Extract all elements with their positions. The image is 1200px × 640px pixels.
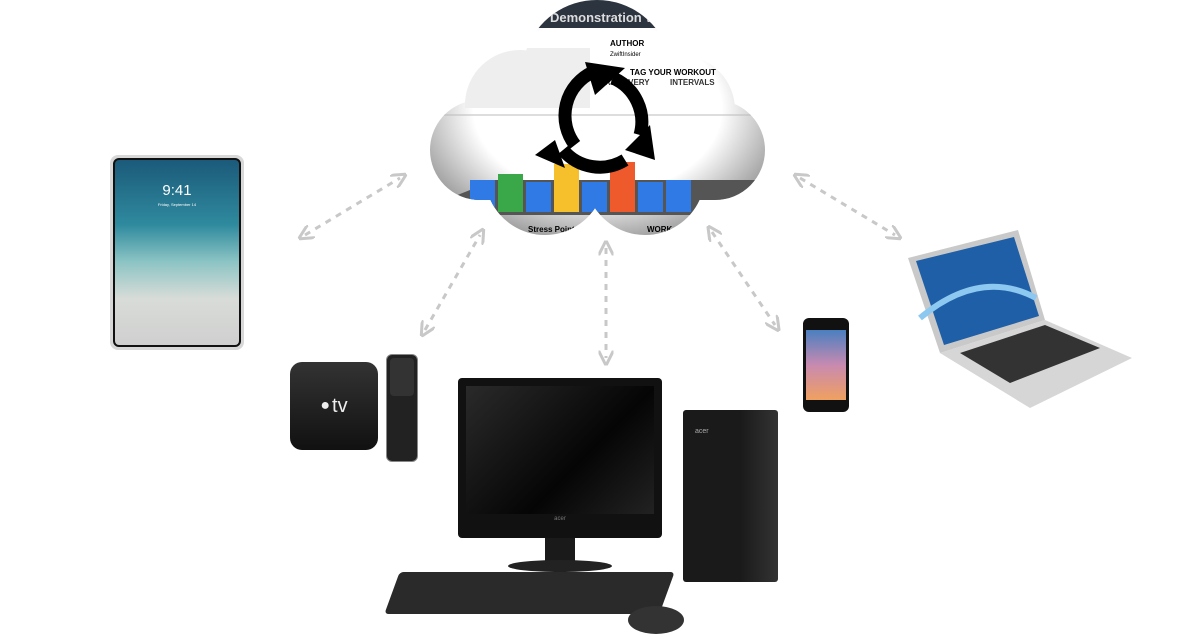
- tag-label: TAG YOUR WORKOUT: [630, 68, 716, 77]
- arrow-tablet: [305, 178, 400, 235]
- apple-tv-box: ●tv: [290, 362, 378, 450]
- monitor-brand: acer: [554, 516, 566, 522]
- arrow-appletv: [425, 235, 480, 330]
- tower-brand: acer: [695, 428, 709, 435]
- arrow-laptop: [800, 178, 895, 235]
- apple-logo-icon: ●: [320, 397, 331, 414]
- workout-bar: [666, 180, 691, 212]
- workout-bar: [470, 180, 495, 212]
- author-label: AUTHOR: [610, 39, 644, 48]
- work-label: WORK: [647, 225, 673, 234]
- tablet-time: 9:41: [162, 182, 192, 199]
- tablet-date: Friday, September 14: [157, 202, 197, 207]
- workout-bar: [582, 182, 607, 212]
- workout-bar: [554, 164, 579, 212]
- author-value: ZwiftInsider: [610, 52, 641, 58]
- keyboard: [384, 572, 675, 614]
- tag-intervals: INTERVALS: [670, 78, 715, 87]
- smartphone: [803, 318, 849, 412]
- arrow-phone: [712, 232, 775, 325]
- siri-remote: [386, 354, 418, 462]
- cloud-sync: Demonstration W AUTHOR ZwiftInsider RECO…: [430, 0, 765, 235]
- workout-bar: [526, 182, 551, 212]
- stress-points: Stress Points: 44: [528, 225, 593, 234]
- laptop: [908, 230, 1132, 408]
- appletv-label: tv: [332, 394, 348, 417]
- workout-bar: [638, 182, 663, 212]
- tablet-device: 9:41 Friday, September 14: [110, 155, 244, 350]
- cloud-title: Demonstration W: [550, 10, 658, 25]
- workout-bar: [498, 174, 523, 212]
- desktop-monitor: acer: [458, 378, 662, 538]
- mouse: [628, 606, 684, 634]
- sync-arrows-icon: [558, 66, 649, 174]
- desktop-tower: acer: [683, 410, 778, 582]
